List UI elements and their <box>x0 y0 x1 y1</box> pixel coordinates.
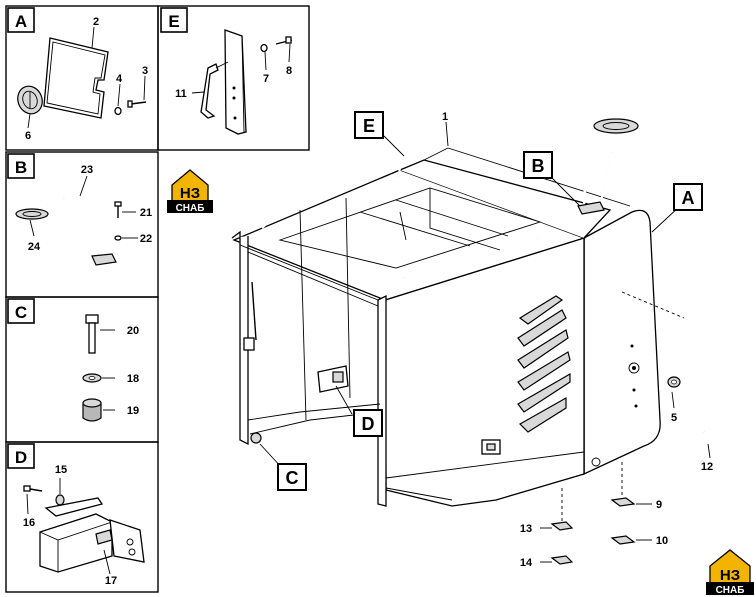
label-11: 11 <box>175 88 187 100</box>
label-9: 9 <box>656 499 662 511</box>
label-10: 10 <box>656 535 668 547</box>
label-16: 16 <box>23 517 35 529</box>
panel-d: D 15 16 17 <box>7 443 145 587</box>
detail-panels <box>5 5 310 593</box>
cab-enclosure <box>231 118 685 507</box>
logo-mark-bottom: НЗ <box>720 567 740 584</box>
logo-mark: НЗ <box>180 185 200 202</box>
panel-c-letter: C <box>15 303 27 322</box>
label-15: 15 <box>55 464 67 476</box>
callout-d: D <box>362 414 375 434</box>
panel-b: B 23 21 22 24 <box>7 153 152 266</box>
label-6: 6 <box>25 130 31 142</box>
label-21: 21 <box>140 207 152 219</box>
logo-text: СНАБ <box>176 203 205 214</box>
main-part-labels: 1 5 9 10 12 13 14 <box>442 111 713 569</box>
callout-a: A <box>682 188 695 208</box>
panel-d-letter: D <box>15 448 27 467</box>
label-17: 17 <box>105 575 117 587</box>
label-20: 20 <box>127 325 139 337</box>
panel-e: E 11 7 8 <box>160 7 293 135</box>
label-22: 22 <box>140 233 152 245</box>
panel-a: A 2 4 3 6 <box>7 7 148 142</box>
label-2: 2 <box>93 16 99 28</box>
panel-c: C 20 18 19 <box>7 298 139 422</box>
vent-louvers <box>517 295 571 433</box>
panel-b-letter: B <box>15 158 27 177</box>
main-leaders <box>259 121 711 563</box>
callout-e: E <box>363 116 375 136</box>
label-4: 4 <box>116 73 123 85</box>
panel-e-letter: E <box>168 12 179 31</box>
logo-nz-snab-bottom: НЗ СНАБ <box>706 549 754 596</box>
label-1: 1 <box>442 111 448 123</box>
label-13: 13 <box>520 523 532 535</box>
label-24: 24 <box>28 241 41 253</box>
floor-mounts <box>550 462 636 565</box>
label-19: 19 <box>127 405 139 417</box>
callout-boxes: E B A D C <box>277 111 703 491</box>
grab-handle <box>667 316 728 442</box>
label-14: 14 <box>520 557 533 569</box>
label-7: 7 <box>263 73 269 85</box>
callout-c: C <box>286 468 299 488</box>
label-5: 5 <box>671 412 677 424</box>
panel-a-letter: A <box>15 12 27 31</box>
logo-nz-snab-top: НЗ СНАБ <box>167 169 213 214</box>
label-3: 3 <box>142 65 148 77</box>
label-18: 18 <box>127 373 139 385</box>
label-12: 12 <box>701 461 713 473</box>
logo-text-bottom: СНАБ <box>716 585 745 596</box>
label-23: 23 <box>81 164 93 176</box>
callout-b: B <box>532 156 545 176</box>
label-8: 8 <box>286 65 292 77</box>
